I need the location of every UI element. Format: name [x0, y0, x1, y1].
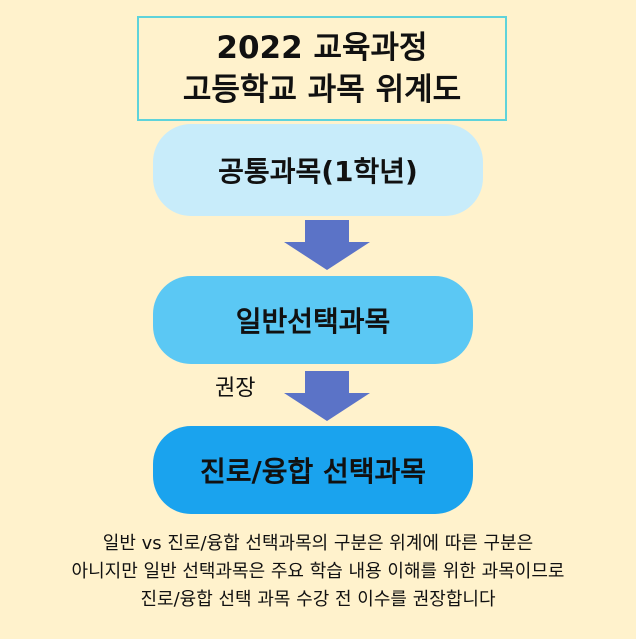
title-box: 2022 교육과정 고등학교 과목 위계도 [137, 16, 507, 121]
note-line-3: 진로/융합 선택 과목 수강 전 이수를 권장합니다 [140, 589, 496, 610]
title-line-2: 고등학교 과목 위계도 [182, 72, 462, 108]
stage-general-elective-label: 일반선택과목 [235, 305, 391, 338]
explanatory-note: 일반 vs 진로/융합 선택과목의 구분은 위계에 따른 구분은 아니지만 일반… [40, 530, 596, 614]
down-arrow-icon [284, 220, 370, 270]
down-arrow-icon [284, 371, 370, 421]
note-line-2: 아니지만 일반 선택과목은 주요 학습 내용 이해를 위한 과목이므로 [71, 561, 565, 582]
recommend-label: 권장 [215, 376, 256, 401]
note-line-1: 일반 vs 진로/융합 선택과목의 구분은 위계에 따른 구분은 [102, 533, 534, 554]
title-line-1: 2022 교육과정 [216, 30, 428, 66]
stage-career-convergence-elective: 진로/융합 선택과목 [153, 426, 473, 514]
stage-general-elective: 일반선택과목 [153, 276, 473, 364]
stage-common-subjects-label: 공통과목(1학년) [218, 155, 418, 188]
stage-career-convergence-elective-label: 진로/융합 선택과목 [199, 455, 427, 488]
stage-common-subjects: 공통과목(1학년) [153, 124, 483, 216]
